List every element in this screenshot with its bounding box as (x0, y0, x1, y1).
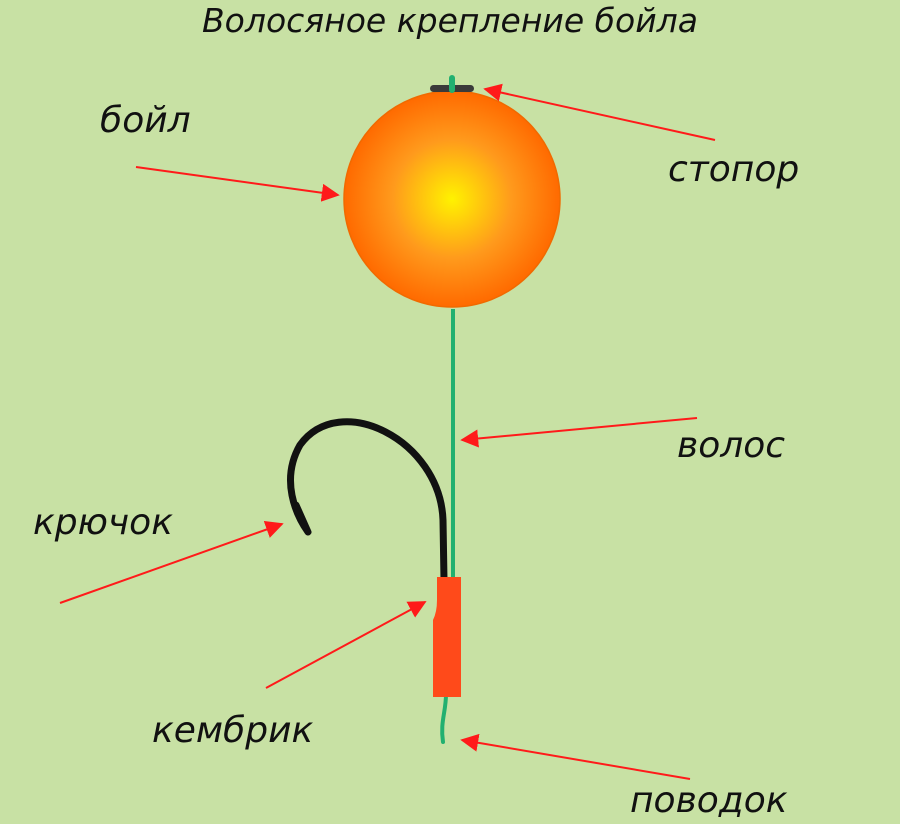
label-hooklink: поводок (630, 780, 788, 821)
boilie-ball (343, 90, 561, 308)
label-hair: волос (677, 425, 786, 466)
arrow-shrink-tube (265, 601, 427, 689)
arrow-hook (59, 520, 284, 604)
hook-shape (287, 418, 448, 584)
label-shrink-tube: кембрик (152, 710, 314, 751)
arrow-boilie (135, 166, 340, 202)
shrink-tube (433, 577, 461, 697)
arrow-hooklink (460, 733, 691, 780)
label-boilie: бойл (100, 100, 191, 141)
label-stopper: стопор (668, 149, 800, 190)
arrow-stopper (483, 83, 716, 141)
stopper-loop (449, 75, 455, 93)
label-hook: крючок (33, 502, 173, 543)
diagram-title: Волосяное крепление бойла (202, 1, 698, 40)
arrow-hair (460, 417, 698, 448)
hooklink-line (440, 692, 448, 744)
